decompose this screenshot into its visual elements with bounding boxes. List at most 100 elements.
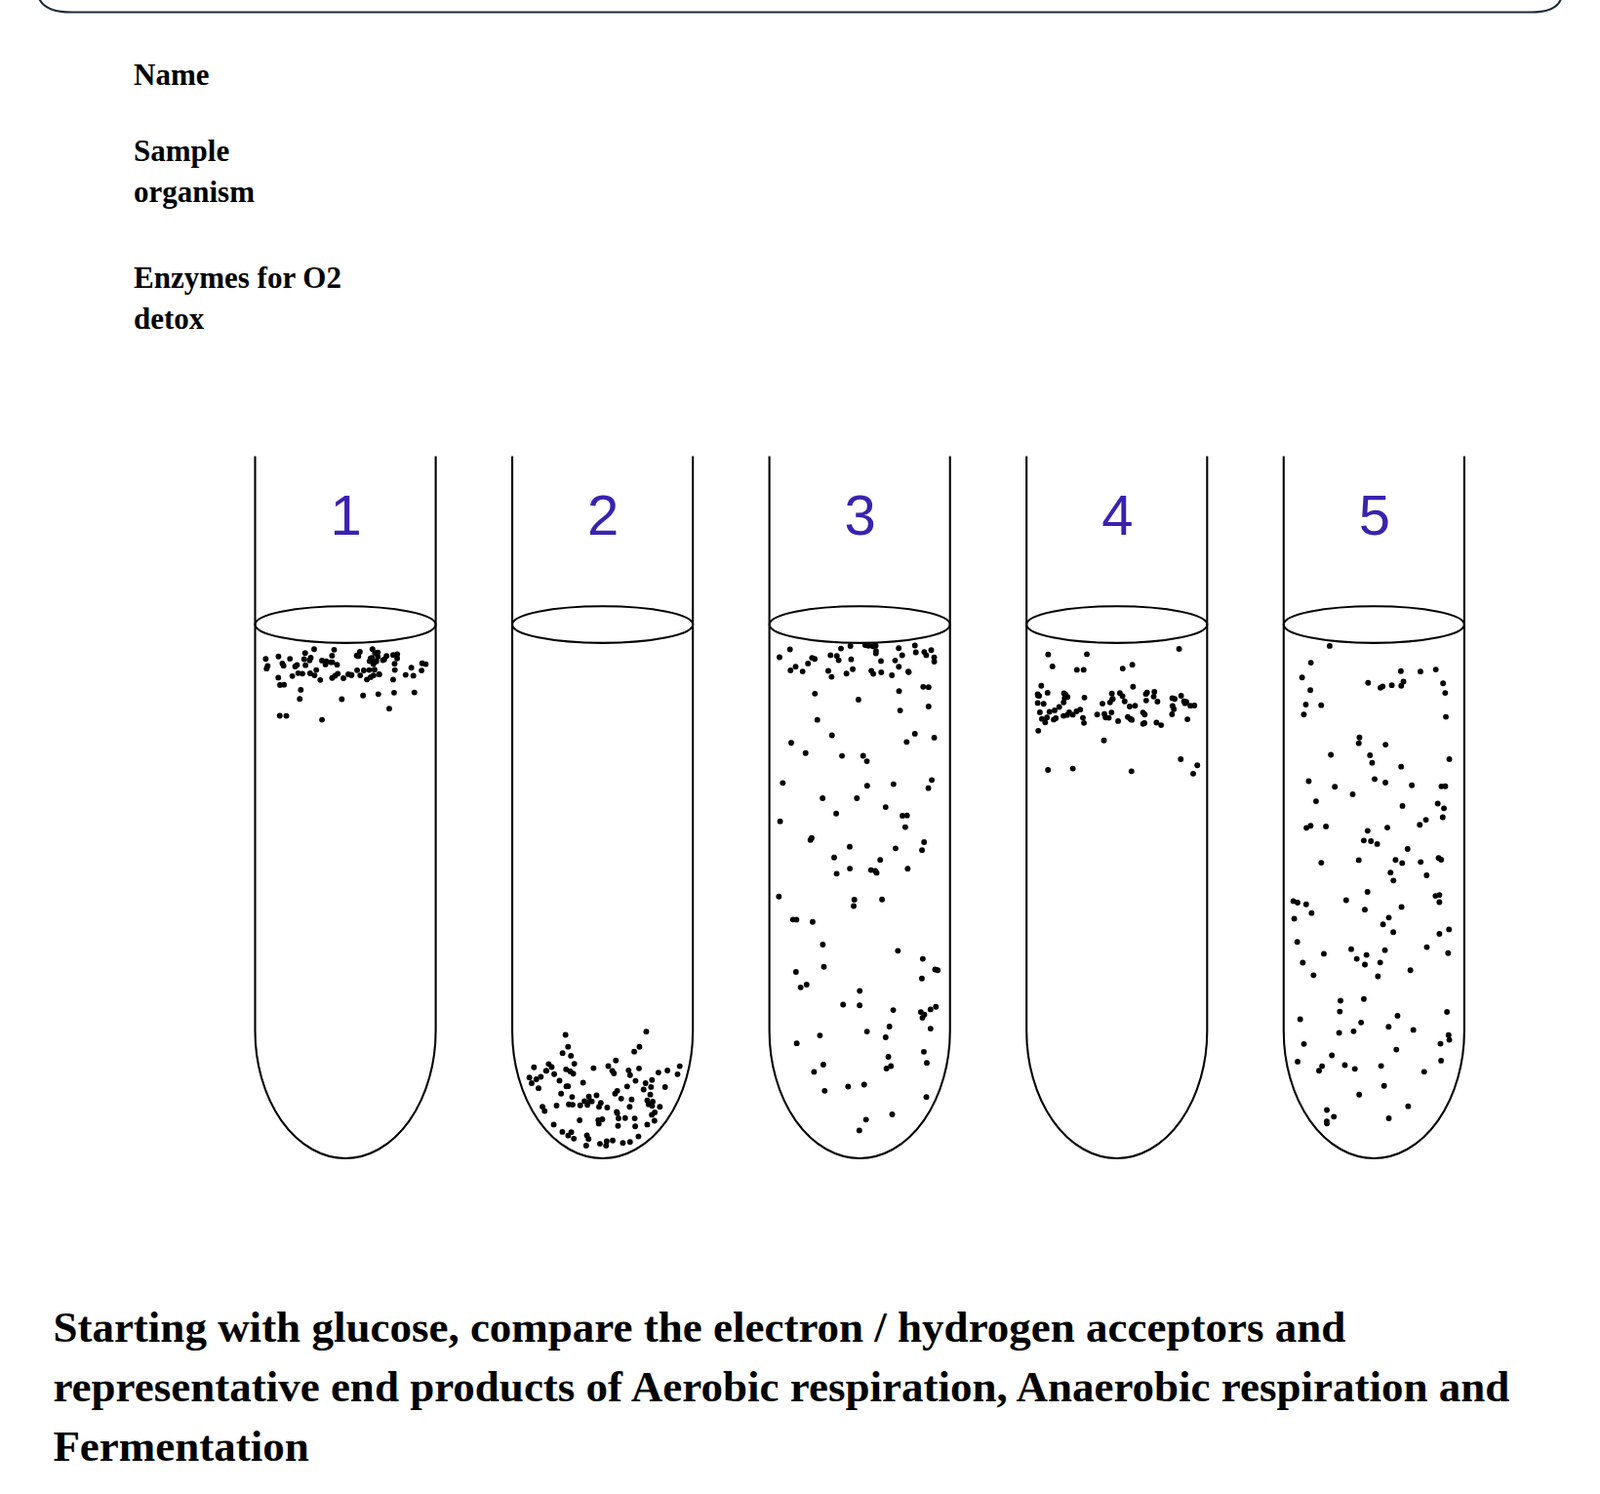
bacterial-growth-dot [391,689,398,696]
bacterial-growth-dot [1303,824,1310,831]
bacterial-growth-dot [1323,1120,1330,1126]
tube-number: 1 [307,483,386,547]
bacterial-growth-dot [1435,800,1441,807]
bacterial-growth-dot [925,683,932,690]
test-tube [1283,455,1465,1158]
bacterial-growth-dot [800,668,806,675]
bacterial-growth-dot [849,666,856,673]
bacterial-growth-dot [825,668,832,675]
bacterial-growth-dot [1440,680,1446,686]
bacterial-growth-dot [1438,1040,1444,1047]
bacterial-growth-dot [847,642,854,649]
bacterial-growth-dot [577,1102,584,1109]
bacterial-growth-dot [1363,952,1370,959]
bacterial-growth-dot [1443,1008,1450,1015]
bacterial-growth-dot [1074,666,1080,673]
bacterial-growth-dot [1382,779,1389,786]
bacterial-growth-dot [1044,689,1051,696]
bacterial-growth-dot [1386,1115,1393,1121]
bacterial-growth-dot [864,1028,871,1035]
bacterial-growth-dot [545,1060,552,1067]
bacterial-growth-dot [1121,698,1128,705]
bacterial-growth-dot [846,843,853,850]
bacterial-growth-dot [1036,692,1042,699]
bacterial-growth-dot [1364,888,1371,895]
bacterial-growth-dot [923,1059,930,1066]
bacterial-growth-dot [1101,711,1108,718]
tube-group [254,455,1464,1158]
bacterial-growth-dot [1307,686,1314,693]
bacterial-growth-dot [878,658,884,665]
bacterial-growth-dot [819,795,826,801]
bacterial-growth-dot [631,1048,638,1055]
bacterial-growth-dot [558,1090,564,1097]
bacterial-growth-dot [624,1082,631,1089]
bacterial-growth-dot [821,1087,828,1094]
bacterial-growth-dot [1115,718,1121,724]
bacterial-growth-dot [793,917,800,923]
bacterial-growth-dot [1382,947,1389,954]
bacterial-growth-dot [1080,715,1086,721]
bacterial-growth-dot [603,1104,610,1111]
medium-surface [769,605,951,643]
bacterial-growth-dot [392,660,399,667]
bacterial-growth-dot [1299,960,1306,966]
bacterial-growth-dot [371,666,378,673]
bacterial-growth-dot [614,1110,621,1117]
bacterial-growth-dot [821,963,828,970]
bacterial-growth-dot [614,1087,621,1094]
bacterial-growth-dot [1380,920,1387,927]
bacterial-growth-dot [1436,854,1442,861]
bacterial-growth-dot [1417,858,1424,865]
bacterial-growth-dot [804,660,811,667]
bacterial-growth-dot [1320,950,1327,957]
bacterial-growth-dot [1364,827,1371,834]
bacterial-growth-dot [635,1133,641,1140]
bacterial-growth-dot [1120,665,1126,672]
bacterial-growth-dot [651,1109,658,1116]
bacterial-growth-dot [1442,714,1449,720]
bacterial-growth-dot [802,750,809,757]
bacterial-growth-dot [618,1095,625,1102]
bacterial-growth-dot [1360,996,1367,1002]
bacterial-growth-dot [1297,1016,1304,1023]
tube-number: 3 [821,483,900,547]
bacterial-growth-dot [560,1049,566,1056]
bacterial-growth-dot [275,674,281,680]
bacterial-growth-dot [919,975,925,982]
bacterial-growth-dot [1099,700,1106,707]
bacterial-growth-dot [1301,1040,1308,1047]
bacterial-growth-dot [605,1063,612,1070]
bacterial-growth-dot [1356,734,1362,741]
bacterial-growth-dot [612,1057,619,1064]
bacterial-growth-dot [675,1071,681,1078]
bacterial-growth-dot [793,663,800,670]
bacterial-growth-dot [838,645,844,652]
tube-outline [512,455,693,1158]
bacterial-growth-dot [1342,1062,1349,1069]
bacterial-growth-dot [1080,720,1087,726]
bacterial-growth-dot [861,1081,868,1088]
bacterial-growth-dot [833,810,840,817]
medium-surface [1283,605,1465,643]
bacterial-growth-dot [262,655,269,662]
bacterial-growth-dot [1310,971,1317,978]
bacterial-growth-dot [1440,804,1447,811]
bacterial-growth-dot [1389,681,1396,688]
bacterial-growth-dot [1360,837,1367,843]
bacterial-growth-dot [354,652,360,659]
bacterial-growth-dot [1337,998,1344,1004]
bacterial-growth-dot [1303,901,1310,908]
medium-surface [512,605,693,643]
bacterial-growth-dot [847,656,854,663]
bacterial-growth-dot [809,919,816,925]
bacterial-growth-dot [919,846,925,853]
bacterial-growth-dot [345,671,352,678]
bacterial-growth-dot [1037,709,1043,716]
bacterial-growth-dot [615,1122,622,1129]
bacterial-growth-dot [1445,925,1452,932]
bacterial-growth-dot [319,657,325,664]
bacterial-growth-dot [846,865,853,872]
bacterial-growth-dot [925,703,932,710]
tube-outline [1026,455,1207,1158]
